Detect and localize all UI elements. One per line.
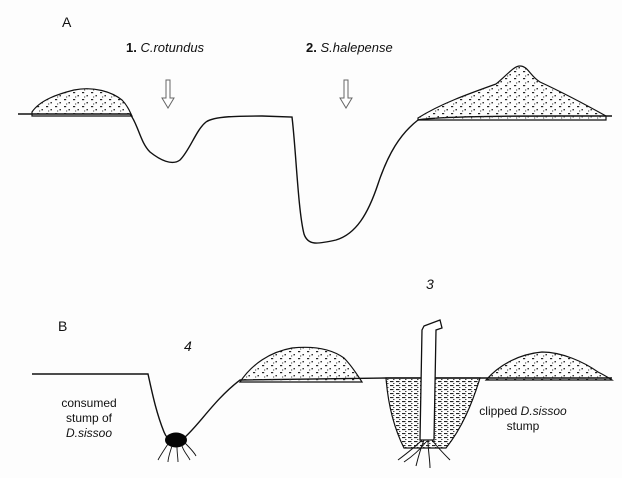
down-arrow-2 [340,80,352,108]
soil-mound-far-right [486,352,612,380]
label-1-species: C.rotundus [140,40,204,55]
caption-left-line-3: D.sissoo [54,426,124,441]
caption-left-line-1: consumed [54,396,124,411]
soil-mound-right [418,66,606,120]
caption-right-line-1: clipped D.sissoo [470,404,576,419]
caption-right-prefix: clipped [479,404,520,418]
caption-clipped-stump: clipped D.sissoo stump [470,404,576,434]
caption-right-species: D.sissoo [521,404,567,418]
label-1-number: 1. [126,40,137,55]
panel-b-letter: B [58,318,67,334]
caption-consumed-stump: consumed stump of D.sissoo [54,396,124,441]
soil-mound-middle [240,347,362,382]
caption-right-line-2: stump [470,419,576,434]
down-arrow-1 [162,80,174,108]
label-2-number: 2. [306,40,317,55]
label-2-species: S.halepense [320,40,392,55]
label-4: 4 [184,338,192,354]
caption-left-line-2: stump of [54,411,124,426]
consumed-stump [158,433,196,463]
label-s-halepense: 2. S.halepense [306,40,393,56]
panel-a-ground-profile [18,114,612,243]
label-c-rotundus: 1. C.rotundus [126,40,204,56]
panel-a-letter: A [62,14,71,30]
soil-mound-left [32,89,132,116]
label-3: 3 [426,276,434,292]
